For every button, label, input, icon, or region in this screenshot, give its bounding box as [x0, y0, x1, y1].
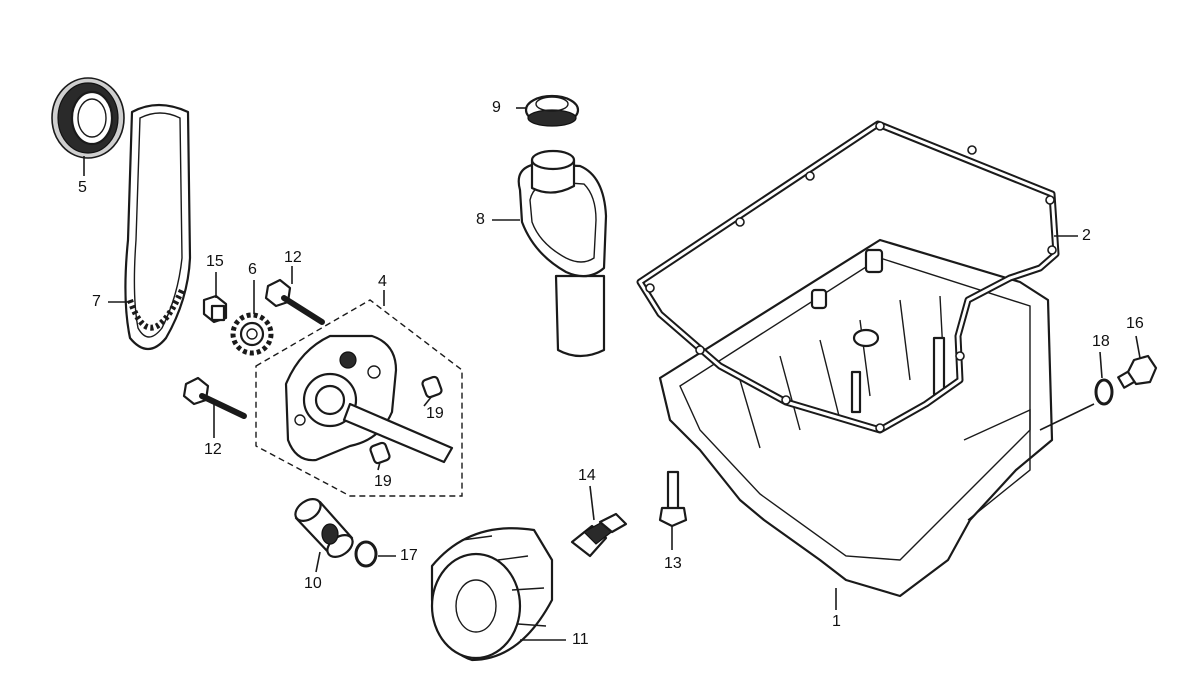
oil-pump-drive-chain [124, 103, 192, 351]
sprocket-bolt [202, 294, 228, 324]
callout-19-lower: 19 [374, 473, 392, 490]
callout-7: 7 [92, 293, 101, 310]
sealing-washer [1094, 378, 1114, 406]
callout-4: 4 [378, 273, 387, 290]
callout-6: 6 [248, 261, 257, 278]
strainer-seal [524, 94, 580, 127]
callout-5: 5 [78, 179, 87, 196]
oil-filter-cartridge [430, 527, 554, 662]
callout-12-lower: 12 [204, 441, 222, 458]
callout-1: 1 [832, 613, 841, 630]
oil-strainer [517, 149, 608, 358]
callout-14: 14 [578, 467, 596, 484]
leader-lines [83, 107, 1141, 641]
oil-pump-assembly [255, 299, 463, 497]
callout-18: 18 [1092, 333, 1110, 350]
oil-pump-drive-sprocket [230, 312, 274, 356]
oil-pan [658, 238, 1054, 598]
callout-2: 2 [1082, 227, 1091, 244]
callout-16: 16 [1126, 315, 1144, 332]
drain-bolt [1117, 354, 1158, 389]
callout-19-upper: 19 [426, 405, 444, 422]
callout-11: 11 [572, 631, 589, 648]
callout-12-upper: 12 [284, 249, 302, 266]
oil-pan-gasket [636, 120, 1060, 434]
callout-8: 8 [476, 211, 485, 228]
oil-pan-bolt [658, 470, 688, 528]
pump-flange-bolt-lower [182, 376, 247, 419]
oil-pipe [294, 497, 354, 559]
callout-15: 15 [206, 253, 224, 270]
o-ring [354, 540, 378, 568]
callout-10: 10 [304, 575, 322, 592]
callout-17: 17 [400, 547, 418, 564]
callout-13: 13 [664, 555, 682, 572]
callout-9: 9 [492, 99, 501, 116]
filter-boss [570, 512, 628, 558]
pump-flange-bolt-upper [264, 278, 325, 325]
oil-pump-driven-sprocket [51, 77, 125, 159]
